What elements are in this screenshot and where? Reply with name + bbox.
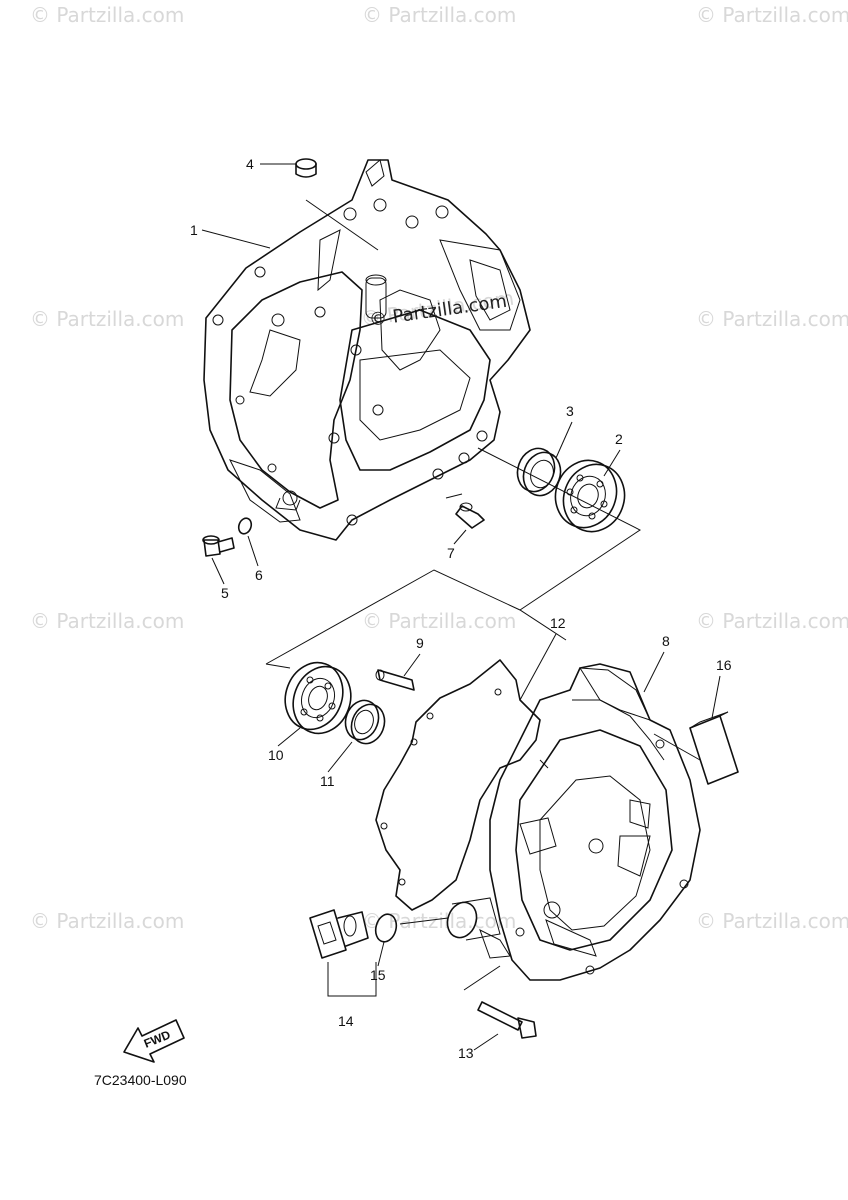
plug-4	[295, 158, 317, 178]
drain-port	[399, 897, 511, 959]
callout-1: 1	[190, 222, 198, 238]
callout-11: 11	[320, 773, 335, 789]
bolt-5	[202, 535, 235, 557]
dowel-pin-7	[455, 502, 485, 529]
guide-line	[539, 759, 549, 769]
bolt-13	[463, 965, 537, 1039]
callout-9: 9	[416, 635, 424, 651]
washer-6	[237, 517, 253, 535]
bearing-2	[554, 459, 626, 533]
pad-16	[689, 711, 739, 785]
watermark: © Partzilla.com	[696, 609, 848, 633]
diagram-code: 7C23400-L090	[94, 1072, 187, 1088]
callout-4: 4	[246, 156, 254, 172]
watermark: © Partzilla.com	[362, 3, 516, 27]
guide-line	[653, 733, 701, 761]
guide-line	[305, 199, 379, 251]
watermark: © Partzilla.com	[696, 909, 848, 933]
watermark: © Partzilla.com	[696, 3, 848, 27]
housing-8	[489, 663, 701, 981]
callout-15: 15	[370, 967, 386, 983]
callout-8: 8	[662, 633, 670, 649]
watermark-layer: © Partzilla.com © Partzilla.com © Partzi…	[30, 3, 848, 933]
callout-10: 10	[268, 747, 284, 763]
callout-3: 3	[566, 403, 574, 419]
pin-9	[375, 669, 415, 691]
o-ring-15	[374, 913, 398, 943]
oil-seal-11	[344, 699, 386, 745]
callout-5: 5	[221, 585, 229, 601]
watermark: © Partzilla.com	[696, 307, 848, 331]
guide-line	[265, 569, 567, 665]
gasket-12	[375, 659, 541, 911]
bearing-10	[284, 661, 352, 735]
drain-plug-14	[309, 909, 369, 959]
fwd-label: FWD	[142, 1027, 173, 1050]
guide-line	[463, 965, 501, 991]
callout-12: 12	[550, 615, 566, 631]
callout-6: 6	[255, 567, 263, 583]
callout-13: 13	[458, 1045, 474, 1061]
watermark: © Partzilla.com	[30, 307, 184, 331]
callout-7: 7	[447, 545, 455, 561]
watermark: © Partzilla.com	[362, 609, 516, 633]
guide-line	[477, 447, 641, 611]
callout-16: 16	[716, 657, 732, 673]
crankcase-1	[203, 159, 531, 541]
watermark: © Partzilla.com	[30, 609, 184, 633]
callouts: 1 2 3 4 5 6 7 8 9 10 11 12 13 14 15 16	[190, 156, 732, 1061]
watermark: © Partzilla.com	[30, 3, 184, 27]
watermark: © Partzilla.com	[30, 909, 184, 933]
callout-14: 14	[338, 1013, 354, 1029]
callout-2: 2	[615, 431, 623, 447]
watermark: © Partzilla.com	[362, 909, 516, 933]
guide-line	[265, 663, 291, 669]
fwd-arrow: FWD	[123, 1019, 185, 1063]
guide-line	[445, 493, 463, 499]
guide-line	[399, 917, 449, 925]
